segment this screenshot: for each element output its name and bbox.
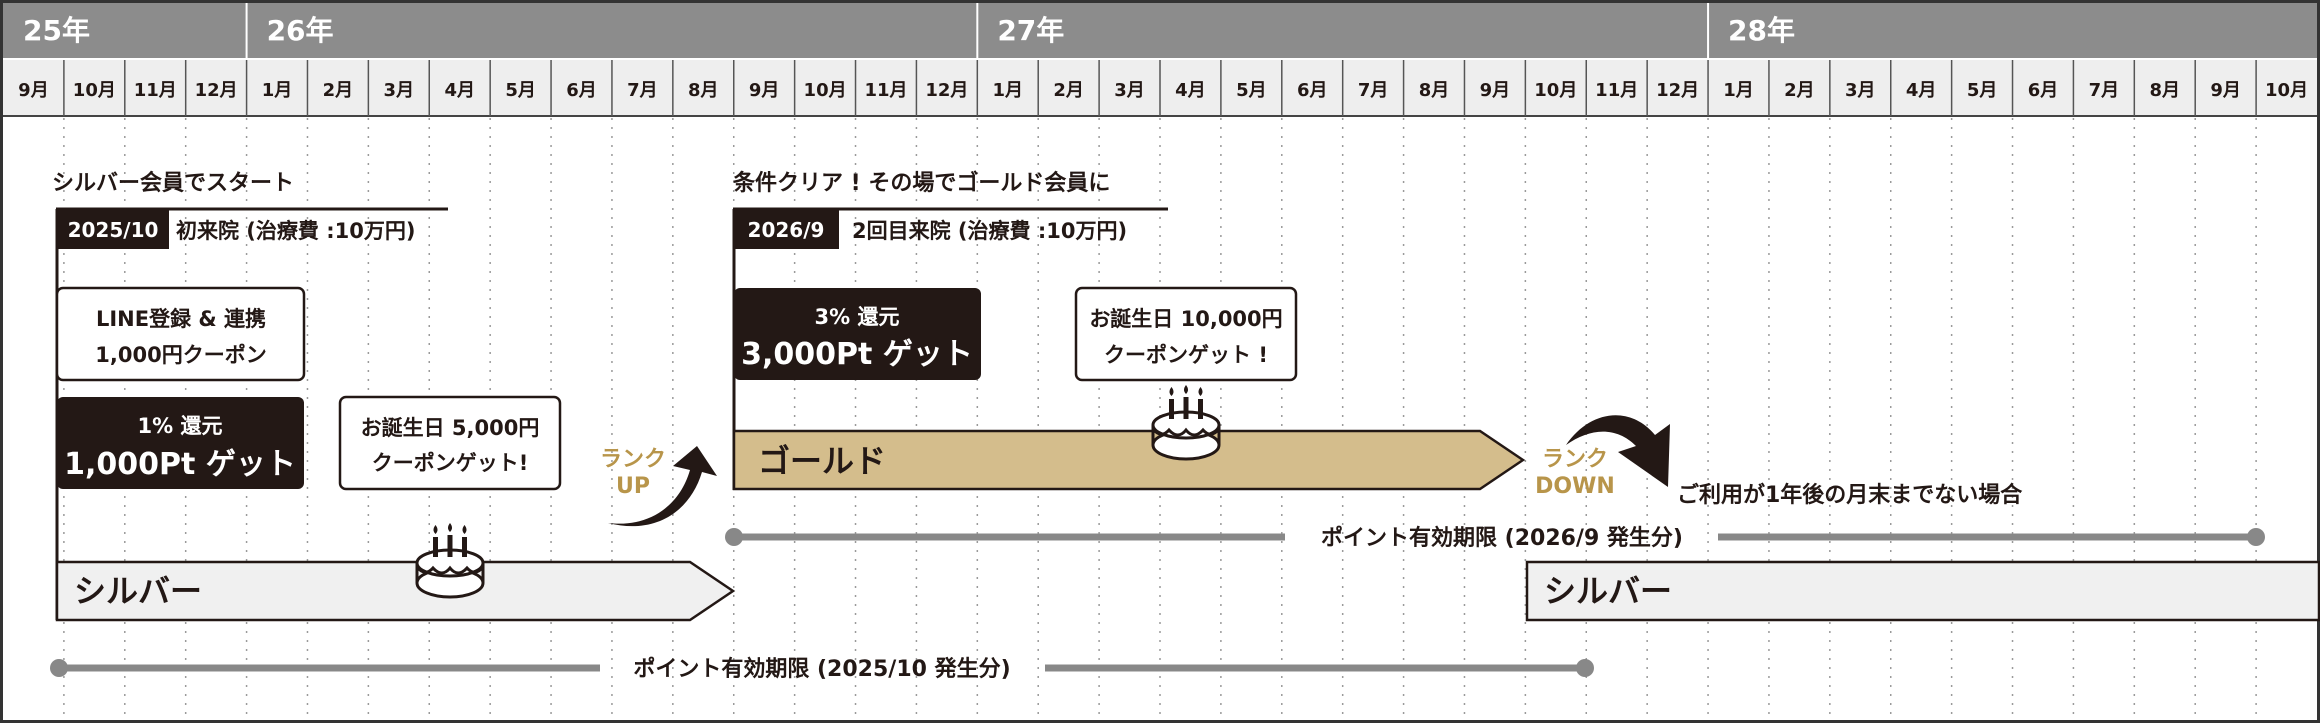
month-label: 6月 [566, 80, 597, 101]
month-label: 7月 [1358, 80, 1389, 101]
month-label: 12月 [1656, 80, 1699, 101]
silver-tier-label: シルバー [74, 572, 202, 610]
month-label: 2月 [1784, 80, 1815, 101]
gold-heading: 条件クリア ! その場でゴールド会員に [732, 170, 1110, 196]
gold-birthday-box [1074, 286, 1298, 382]
month-label: 9月 [1480, 80, 1511, 101]
month-label: 6月 [2028, 80, 2059, 101]
month-label: 8月 [2149, 80, 2180, 101]
dotted-grid [63, 118, 2257, 718]
month-label: 11月 [864, 80, 907, 101]
validity2-start-dot [725, 528, 743, 546]
birthday-cake-icon [415, 523, 485, 599]
month-label: 9月 [2210, 80, 2241, 101]
year-label: 28年 [1728, 14, 1795, 47]
gold-tier-label: ゴールド [758, 442, 886, 480]
year-label: 27年 [997, 14, 1064, 47]
rank-down-label-line2: DOWN [1535, 474, 1615, 499]
month-label: 10月 [804, 80, 847, 101]
month-label: 10月 [2265, 80, 2308, 101]
validity2-end-dot [2247, 528, 2265, 546]
month-label: 6月 [1297, 80, 1328, 101]
month-cells: 9月 10月 11月 12月 1月 2月 3月 4月 5月 6月 7月 8月 9月 10月 11月 12月 1月… [3, 58, 2317, 116]
month-label: 5月 [1967, 80, 1998, 101]
rank-up-label-line1: ランク [600, 447, 666, 472]
month-label: 10月 [1534, 80, 1577, 101]
validity2-label: ポイント有効期限 (2026/9 発生分) [1321, 525, 1683, 551]
birthday-cake-icon [1151, 385, 1221, 461]
rank-down-condition: ご利用が1年後の月末までない場合 [1677, 482, 2023, 508]
silver-points-box [57, 397, 304, 489]
rank-up-label-line2: UP [616, 474, 650, 499]
silver-birthday-line2: クーポンゲット! [372, 451, 529, 475]
month-label: 4月 [1906, 80, 1937, 101]
gold-tier-arrow [732, 429, 1526, 491]
validity1-start-dot [50, 659, 68, 677]
month-label: 3月 [1845, 80, 1876, 101]
gold-points-text: 3,000Pt ゲット [741, 337, 973, 372]
month-label: 9月 [18, 80, 49, 101]
year-label: 25年 [23, 14, 90, 47]
month-label: 12月 [195, 80, 238, 101]
silver-cashback-rate: 1% 還元 [138, 414, 223, 438]
silver-date-badge [57, 209, 169, 249]
month-label: 4月 [1175, 80, 1206, 101]
year-label: 26年 [267, 14, 334, 47]
month-label: 5月 [505, 80, 536, 101]
line-coupon-line2: 1,000円クーポン [95, 343, 266, 367]
month-label: 11月 [1595, 80, 1638, 101]
line-coupon-box [55, 286, 306, 382]
gold-birthday-line2: クーポンゲット ! [1104, 343, 1268, 367]
month-label: 1月 [262, 80, 293, 101]
month-label: 3月 [384, 80, 415, 101]
silver-tier-arrow [55, 560, 736, 622]
month-label: 4月 [444, 80, 475, 101]
month-label: 9月 [749, 80, 780, 101]
rank-down-arrow-icon [1566, 415, 1670, 487]
month-label: 1月 [992, 80, 1023, 101]
month-label: 12月 [925, 80, 968, 101]
line-coupon-line1: LINE登録 & 連携 [96, 307, 266, 331]
year-labels: 25年 26年 27年 28年 [23, 3, 1795, 59]
month-label: 7月 [2089, 80, 2120, 101]
gold-date-text: 2026/9 [748, 218, 825, 242]
validity1-end-dot [1576, 659, 1594, 677]
month-label: 10月 [73, 80, 116, 101]
silver-birthday-box [338, 395, 562, 491]
silver-date-text: 2025/10 [68, 218, 159, 242]
month-label: 8月 [1419, 80, 1450, 101]
gold-date-badge [734, 209, 839, 249]
month-label: 8月 [688, 80, 719, 101]
month-label: 7月 [627, 80, 658, 101]
silver-event-text: 初来院 (治療費 :10万円) [176, 219, 415, 243]
silver-again-tier-label: シルバー [1544, 572, 1672, 610]
gold-points-box [734, 288, 981, 380]
month-label: 5月 [1236, 80, 1267, 101]
rank-up-arrow-icon [608, 446, 717, 527]
year-header-bar [3, 3, 2317, 59]
silver-again-tier-bar [1525, 560, 2320, 622]
gold-event-text: 2回目来院 (治療費 :10万円) [852, 219, 1127, 243]
gold-cashback-rate: 3% 還元 [815, 305, 900, 329]
silver-points-text: 1,000Pt ゲット [64, 447, 296, 482]
validity1-label: ポイント有効期限 (2025/10 発生分) [633, 656, 1010, 682]
month-label: 2月 [1053, 80, 1084, 101]
month-label: 2月 [323, 80, 354, 101]
silver-birthday-line1: お誕生日 5,000円 [361, 416, 540, 440]
month-label: 11月 [134, 80, 177, 101]
silver-start-heading: シルバー会員でスタート [52, 170, 294, 196]
gold-birthday-line1: お誕生日 10,000円 [1089, 307, 1282, 331]
month-label: 1月 [1723, 80, 1754, 101]
rank-down-label-line1: ランク [1542, 447, 1608, 472]
month-label: 3月 [1114, 80, 1145, 101]
